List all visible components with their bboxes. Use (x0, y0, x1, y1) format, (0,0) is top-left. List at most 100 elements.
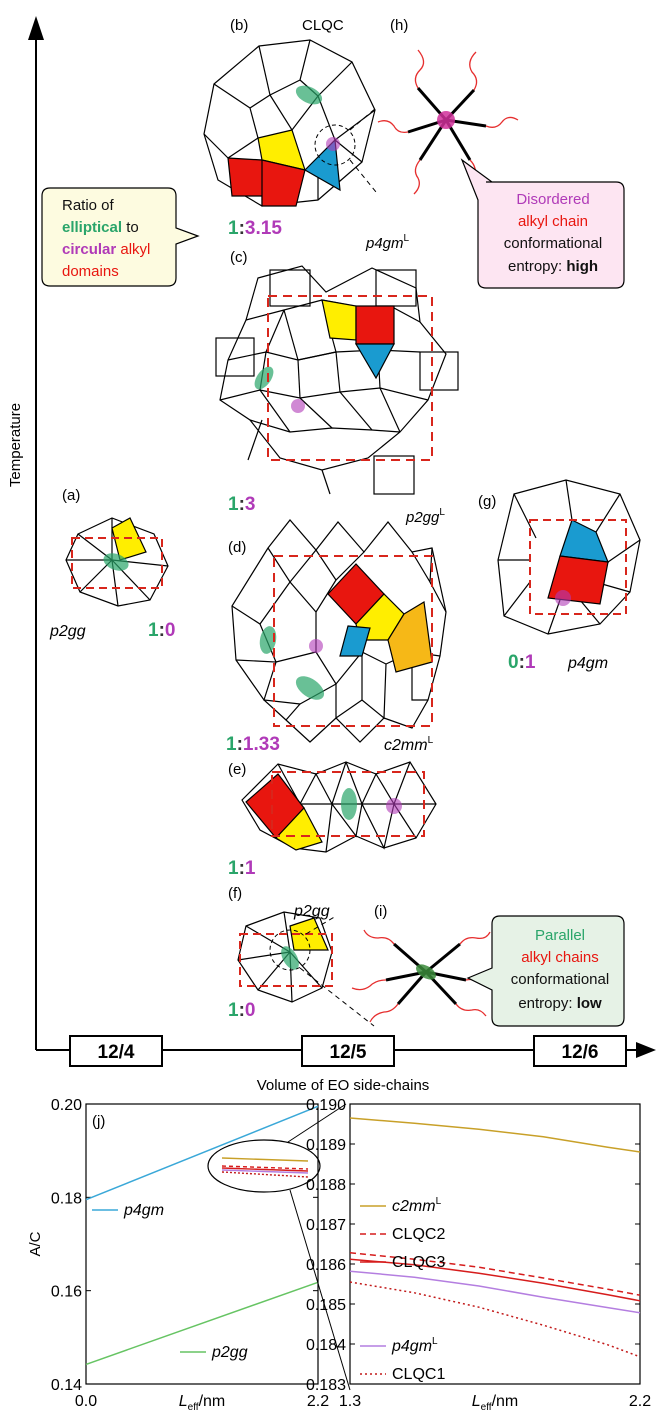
circular-domain-g (555, 590, 571, 606)
sym-p4gm-L: p4gmL (365, 233, 410, 252)
sym-p4gm-g: p4gm (567, 655, 608, 672)
svg-text:circular alkyl: circular alkyl (62, 241, 150, 258)
circular-domain-b (326, 137, 340, 151)
panel-label-a: (a) (62, 487, 80, 504)
series-line-p2gg (85, 1281, 319, 1366)
y-tick-label: 0.184 (306, 1337, 346, 1354)
y-tick-label: 0.14 (51, 1377, 82, 1394)
tile-yellow-e (275, 806, 323, 851)
callout-parallel: Parallel alkyl chains conformational ent… (466, 915, 625, 1027)
x-box-12-4: 12/4 (69, 1035, 163, 1067)
legend-label-CLQC1: CLQC1 (392, 1366, 445, 1383)
y-tick-label: 0.188 (306, 1177, 346, 1194)
panel-label-b: (b) (230, 17, 248, 34)
svg-text:entropy: high: entropy: high (508, 258, 598, 275)
legend-label-p4gm: p4gmL (391, 1336, 438, 1355)
y-tick-label: 0.189 (306, 1137, 346, 1154)
series-line-CLQC3 (349, 1258, 641, 1302)
legend-label-p2gg: p2gg (211, 1344, 248, 1361)
series-line-CLQC2 (349, 1252, 641, 1296)
chart-j-right: 0.1830.1840.1850.1860.1870.1880.1890.190… (306, 1097, 651, 1413)
panel-label-e: (e) (228, 761, 246, 778)
tile-red-c (355, 305, 395, 345)
series-line-p4gm (85, 1105, 319, 1201)
legend-label-CLQC2: CLQC2 (392, 1226, 445, 1243)
callout-disordered: Disordered alkyl chain conformational en… (460, 158, 625, 289)
sym-p2gg-a: p2gg (49, 623, 86, 640)
y-tick-label: 0.18 (51, 1190, 82, 1207)
ratio-b: 1:3.15 (228, 218, 282, 239)
tile-orange-d (387, 601, 433, 673)
panel-label-f: (f) (228, 885, 242, 902)
series-line-c2mm (349, 1117, 641, 1153)
unit-cell-e (271, 771, 425, 837)
ratio-g: 0:1 (508, 652, 536, 673)
y-tick-label: 0.187 (306, 1217, 346, 1234)
series-line-p4gm (349, 1270, 641, 1314)
circular-domain-c (291, 399, 305, 413)
svg-text:Parallel: Parallel (535, 927, 585, 944)
x-tick-label: 2.2 (307, 1393, 329, 1410)
y-axis-label: A/C (27, 1231, 44, 1256)
unit-cell-g (529, 519, 627, 615)
panel-label-j: (j) (92, 1113, 105, 1130)
panel-label-i: (i) (374, 903, 387, 920)
sym-c2mm-L: c2mmL (384, 735, 434, 754)
circular-domain-e (386, 798, 402, 814)
temperature-axis (28, 16, 44, 1050)
y-tick-label: 0.20 (51, 1097, 82, 1114)
y-tick-label: 0.16 (51, 1284, 82, 1301)
svg-text:12/5: 12/5 (330, 1042, 367, 1063)
x-axis-label: Volume of EO side-chains (257, 1077, 430, 1094)
elliptical-domain-d1 (259, 626, 277, 654)
unit-cell-a (71, 537, 163, 589)
y-tick-label: 0.186 (306, 1257, 346, 1274)
series-line-CLQC1 (349, 1281, 641, 1358)
svg-text:domains: domains (62, 263, 119, 280)
legend-label-p4gm: p4gm (123, 1202, 164, 1219)
svg-text:alkyl chain: alkyl chain (518, 213, 588, 230)
svg-text:conformational: conformational (511, 971, 609, 988)
ratio-f: 1:0 (228, 1000, 255, 1021)
unit-cell-d (273, 555, 433, 727)
clqc-label: CLQC (302, 17, 344, 34)
zoom-ellipse (207, 1103, 351, 1391)
elliptical-domain-f (281, 946, 299, 970)
plot-frame (85, 1103, 319, 1385)
plot-frame (349, 1103, 641, 1385)
tile-blue-d (339, 625, 371, 657)
panel-label-d: (d) (228, 539, 246, 556)
y-tick-label: 0.185 (306, 1297, 346, 1314)
tiling-g (497, 479, 641, 635)
x-tick-label: 2.2 (629, 1393, 651, 1410)
svg-text:entropy: low: entropy: low (518, 995, 602, 1012)
sym-p2gg-L: p2ggL (405, 507, 445, 526)
panel-label-g: (g) (478, 493, 496, 510)
ratio-a: 1:0 (148, 620, 175, 641)
x-tick-label: 0.0 (75, 1393, 97, 1410)
svg-text:conformational: conformational (504, 235, 602, 252)
zoom-mini-lines (221, 1157, 309, 1178)
callout-ratio: Ratio of elliptical to circular alkyl do… (41, 187, 200, 287)
tile-blue-c (354, 343, 395, 380)
ratio-c: 1:3 (228, 494, 255, 515)
svg-text:alkyl chains: alkyl chains (521, 949, 599, 966)
panel-label-h: (h) (390, 17, 408, 34)
molecule-h-disordered (377, 49, 519, 195)
x-tick-label: 1.3 (339, 1393, 361, 1410)
x-axis-label: Leff/nm (472, 1393, 519, 1413)
unit-cell-c (267, 295, 433, 461)
svg-text:12/6: 12/6 (562, 1042, 599, 1063)
svg-text:Disordered: Disordered (516, 191, 589, 208)
y-axis-label: Temperature (7, 403, 24, 487)
tile-yellow-c (321, 299, 357, 341)
elliptical-domain-a (103, 553, 129, 571)
y-tick-label: 0.190 (306, 1097, 346, 1114)
legend-label-CLQC3: CLQC3 (392, 1254, 445, 1271)
svg-text:Ratio of: Ratio of (62, 197, 115, 214)
elliptical-domain-c (254, 366, 274, 390)
zoom-circle-f (269, 929, 311, 971)
x-box-12-6: 12/6 (533, 1035, 627, 1067)
ratio-e: 1:1 (228, 858, 256, 879)
